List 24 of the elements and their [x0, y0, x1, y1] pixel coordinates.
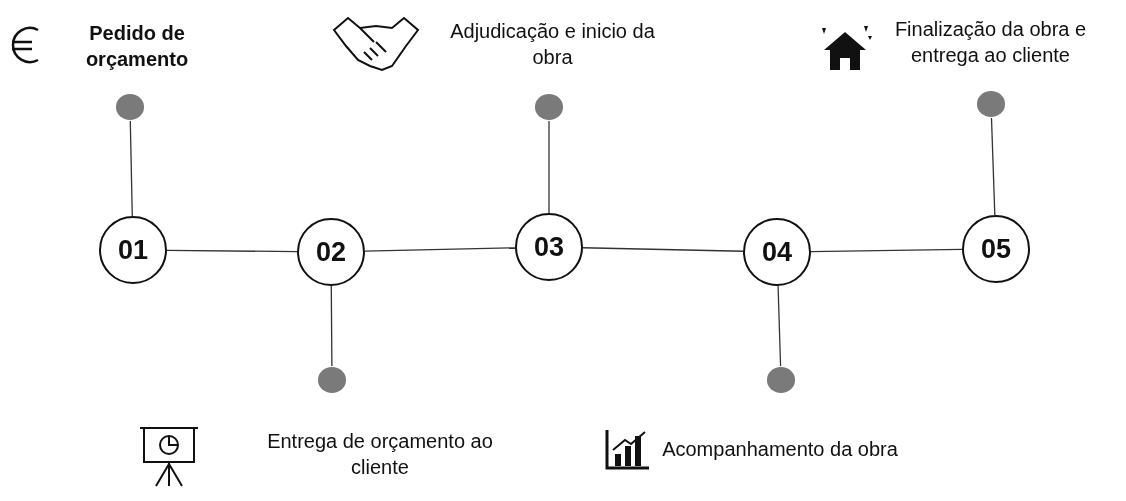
step-number: 01 [117, 234, 148, 266]
step-number: 05 [980, 233, 1011, 265]
step-number: 04 [761, 236, 792, 268]
timeline-dot [116, 94, 144, 120]
connector-line [990, 117, 996, 216]
connector-line [330, 285, 333, 367]
step-number: 02 [315, 236, 346, 268]
step-caption: Pedido de orçamento [84, 21, 190, 72]
timeline-dot [318, 367, 346, 393]
connector-line [548, 120, 550, 214]
timeline-dot [767, 367, 795, 393]
connector-line [364, 247, 516, 252]
connector-line [777, 285, 782, 367]
connector-line [166, 249, 298, 253]
connector-line [129, 120, 133, 217]
step-caption: Finalização da obra e entrega ao cliente [893, 17, 1088, 68]
step-caption: Acompanhamento da obra [661, 437, 899, 462]
timeline-dot [535, 94, 563, 120]
connector-line [582, 247, 744, 252]
connector-line [810, 248, 963, 253]
timeline-dot [977, 91, 1005, 117]
step-number: 03 [533, 231, 564, 263]
step-caption: Adjudicação e inicio da obra [449, 19, 656, 70]
step-caption: Entrega de orçamento ao cliente [266, 429, 494, 480]
